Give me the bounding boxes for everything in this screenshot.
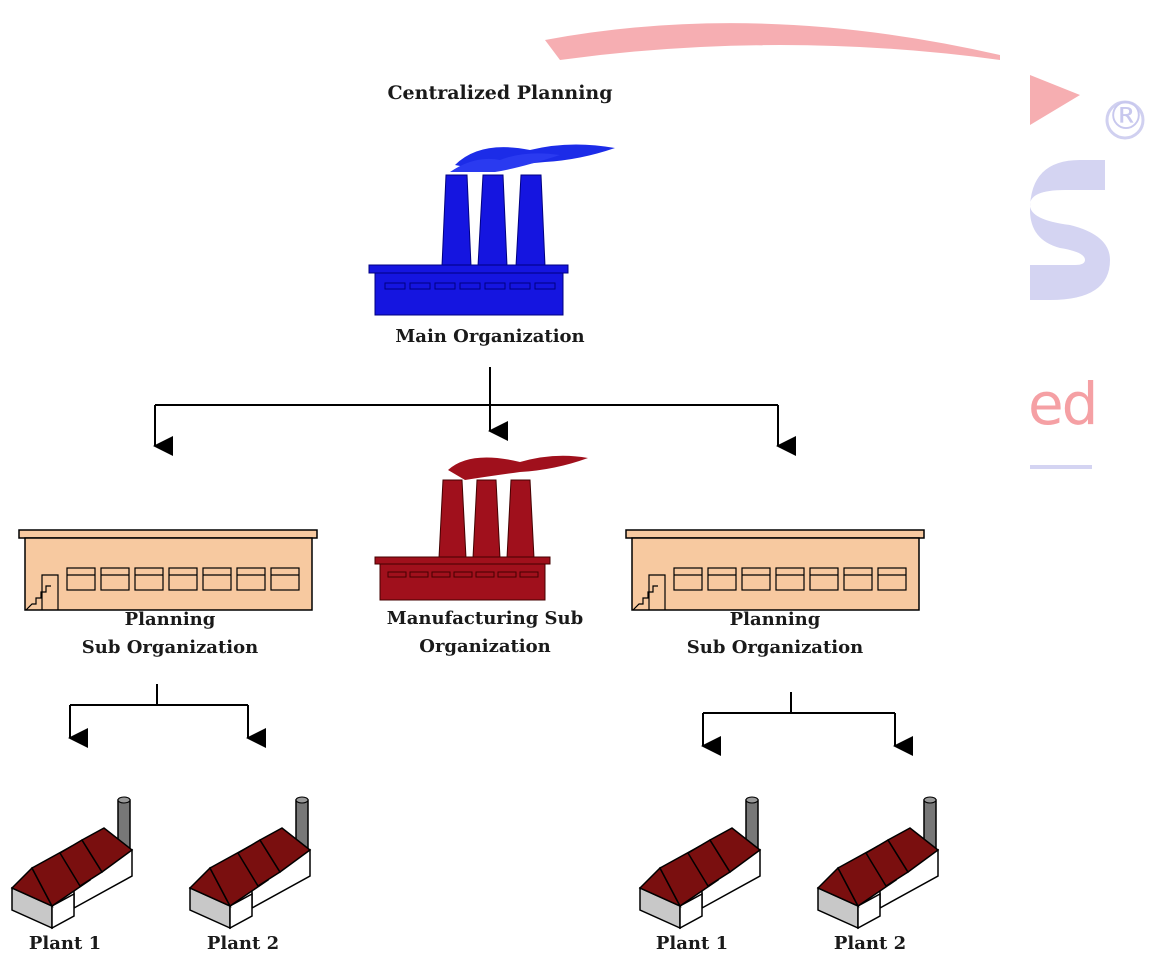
main-factory-icon bbox=[368, 144, 615, 316]
plant-icon-right-2 bbox=[817, 796, 939, 929]
plant-label-right-2: Plant 2 bbox=[833, 933, 907, 954]
watermark-swoosh bbox=[545, 23, 1000, 60]
plant-label-left-1: Plant 1 bbox=[28, 933, 102, 954]
watermark-logo bbox=[545, 23, 1145, 469]
watermark-registered-circle bbox=[1105, 100, 1145, 140]
watermark-s-shape bbox=[1030, 160, 1110, 300]
label-line-1: Manufacturing Sub bbox=[386, 608, 584, 629]
diagram-title: Centralized Planning bbox=[387, 82, 613, 104]
manufacturing-factory-icon bbox=[374, 455, 588, 601]
planning-warehouse-icon-left bbox=[18, 529, 318, 611]
planning-warehouse-icon-right bbox=[625, 529, 925, 611]
label-line-1: Planning bbox=[124, 609, 216, 630]
planning-sub-organization-label-right: Planning Sub Organization bbox=[625, 606, 925, 662]
plant-icon-right-1 bbox=[639, 796, 761, 929]
plant-icon-left-2 bbox=[189, 796, 311, 929]
watermark-partial-text: ed bbox=[1028, 370, 1098, 438]
label-line-2: Sub Organization bbox=[686, 637, 864, 658]
label-line-2: Organization bbox=[419, 636, 551, 657]
plant-label-right-1: Plant 1 bbox=[655, 933, 729, 954]
watermark-registered-mark: ® bbox=[1107, 94, 1145, 138]
manufacturing-sub-organization-label: Manufacturing Sub Organization bbox=[335, 605, 635, 661]
label-line-1: Planning bbox=[729, 609, 821, 630]
plant-icon-left-1 bbox=[11, 796, 133, 929]
planning-sub-organization-label-left: Planning Sub Organization bbox=[20, 606, 320, 662]
plant-label-left-2: Plant 2 bbox=[206, 933, 280, 954]
label-line-2: Sub Organization bbox=[81, 637, 259, 658]
main-organization-label: Main Organization bbox=[395, 326, 585, 347]
watermark-triangle bbox=[1030, 75, 1080, 125]
connectors bbox=[68, 367, 913, 756]
